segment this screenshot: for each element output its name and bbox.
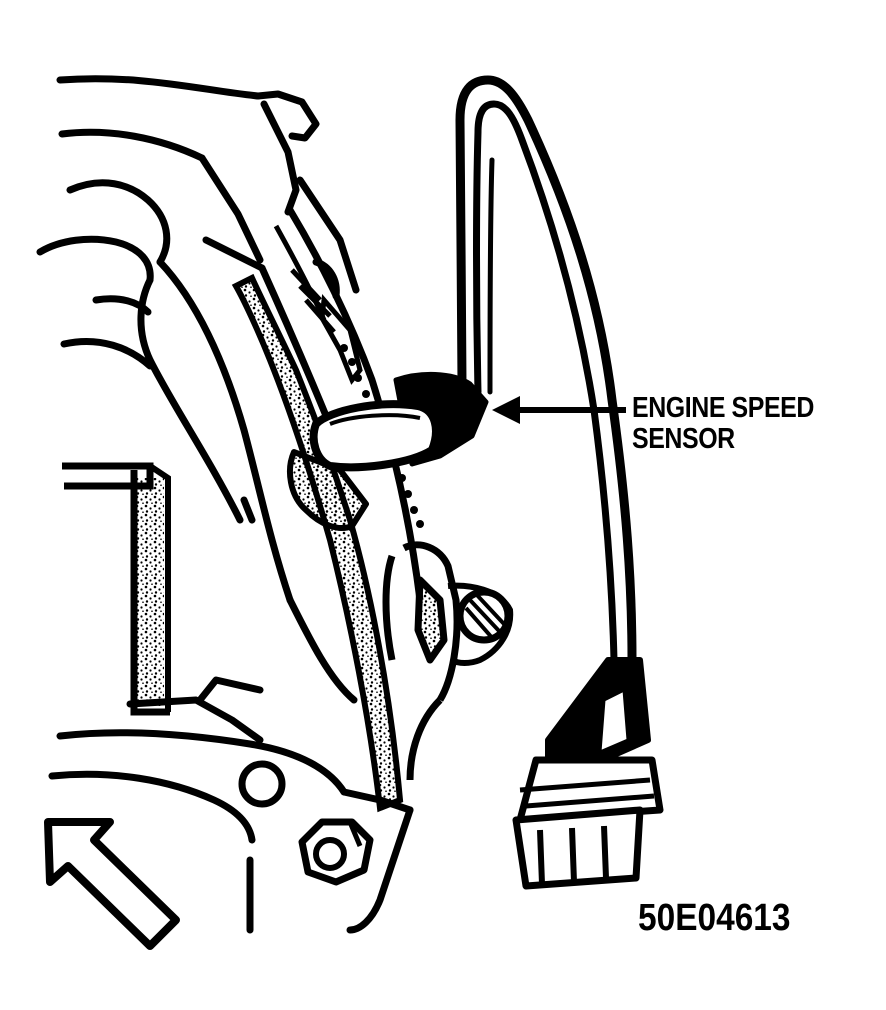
tone-wheel [290,268,424,528]
wire-connector [512,657,664,890]
sensor-bracket [382,541,461,781]
callout-arrow-icon [492,396,626,424]
housing-boss [238,760,286,808]
sensor-wire-harness [455,75,637,665]
engine-speed-sensor-callout: ENGINE SPEED SENSOR [632,393,814,455]
mounting-bolt [447,582,514,666]
figure-id: 50E04613 [638,897,791,939]
speed-sensor-body [287,371,489,531]
callout-line-2: SENSOR [632,423,735,455]
callout-line-1: ENGINE SPEED [632,392,814,424]
direction-arrow-icon [44,818,180,950]
sensor-mount-channel [231,208,424,813]
hex-nut [298,818,374,886]
housing-cover-plate [62,462,171,716]
